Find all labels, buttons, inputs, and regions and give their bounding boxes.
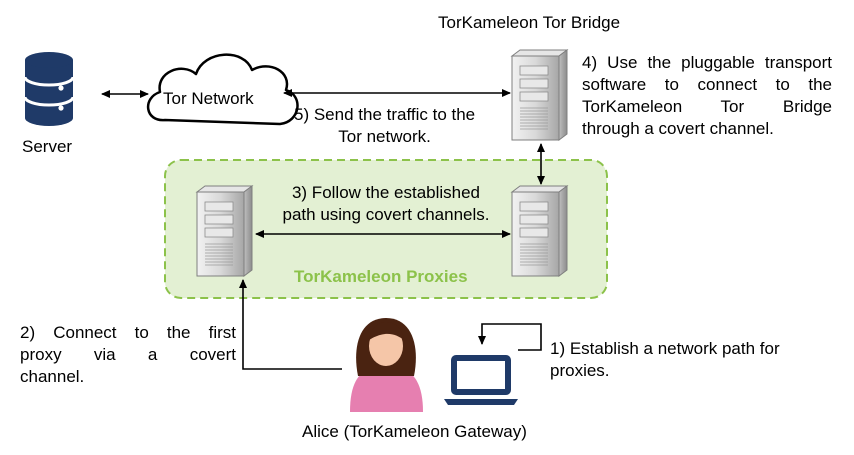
step3-text: 3) Follow the established path using cov… xyxy=(266,182,506,226)
tor-bridge-server-icon xyxy=(511,49,568,141)
laptop-icon xyxy=(444,355,518,405)
proxies-label: TorKameleon Proxies xyxy=(294,267,468,286)
step5-line-2: Tor network. xyxy=(338,127,431,146)
step4-line-4: through a covert channel. xyxy=(582,119,774,138)
alice-label: Alice (TorKameleon Gateway) xyxy=(302,422,527,441)
bridge-title: TorKameleon Tor Bridge xyxy=(438,13,621,32)
proxy-server-right-icon xyxy=(511,185,568,277)
step4-text: 4) Use the pluggable transport software … xyxy=(582,52,832,140)
step2-line-1: 2) Connect to the first xyxy=(20,323,236,342)
alice-proxy-arrow xyxy=(239,279,342,370)
step5-text: 5) Send the traffic to the Tor network. xyxy=(294,104,475,148)
step2-text: 2) Connect to the first proxy via a cove… xyxy=(20,322,236,388)
server-label: Server xyxy=(22,137,73,156)
laptop-loop-arrow xyxy=(478,323,542,351)
alice-person-icon xyxy=(350,318,423,412)
proxy-server-left-icon xyxy=(196,185,253,277)
step3-line-1: 3) Follow the established xyxy=(291,183,481,202)
step3-line-2: path using covert channels. xyxy=(282,205,490,224)
step1-line-1: 1) Establish a network path for xyxy=(550,339,780,358)
step2-line-2: proxy via a covert xyxy=(20,345,236,364)
proxies-group-box xyxy=(164,159,608,299)
step5-line-1: 5) Send the traffic to the xyxy=(294,105,476,124)
step1-line-2: proxies. xyxy=(550,361,610,380)
step4-line-3: TorKameleon Tor Bridge xyxy=(582,97,832,116)
step4-line-2: software to connect to the xyxy=(582,75,832,94)
server-database-icon xyxy=(23,52,75,126)
tor-network-label: Tor Network xyxy=(163,89,254,108)
step2-line-3: channel. xyxy=(20,367,85,386)
step1-text: 1) Establish a network path for proxies. xyxy=(550,338,780,382)
step4-line-1: 4) Use the pluggable transport xyxy=(582,53,832,72)
